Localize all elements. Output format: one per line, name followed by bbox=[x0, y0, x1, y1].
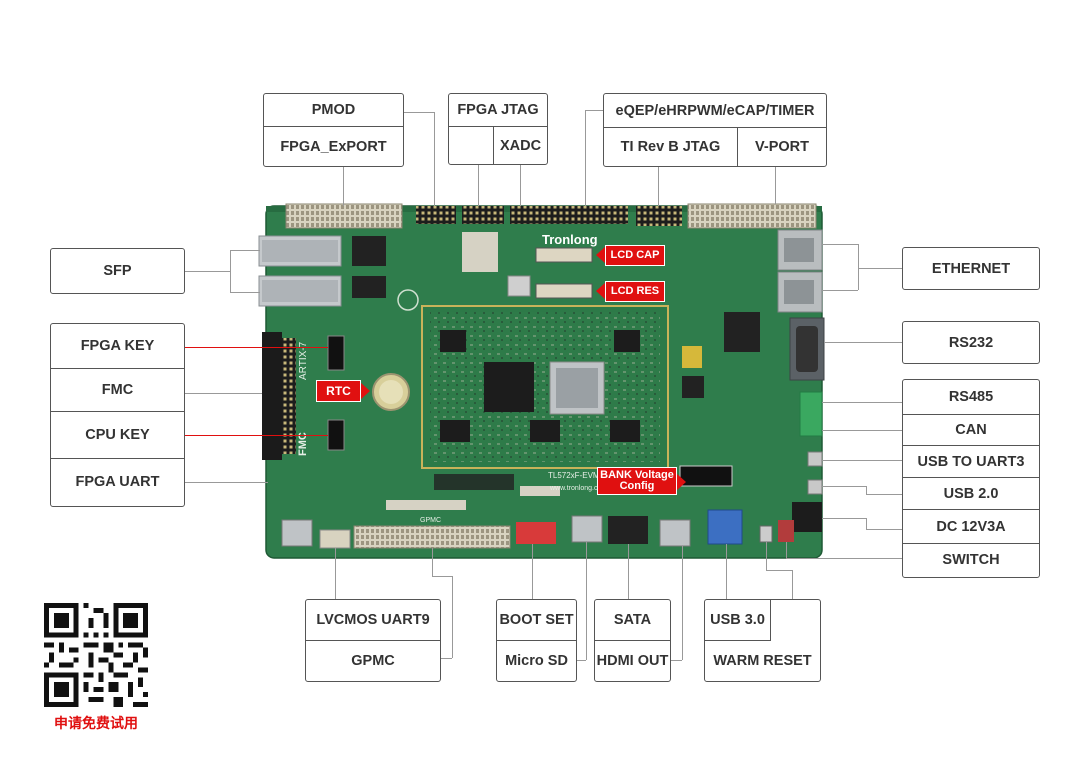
lcd-res-connector bbox=[535, 283, 593, 299]
sata-connector bbox=[608, 516, 648, 544]
boot-set-switch bbox=[516, 522, 556, 544]
lcd-res-callout: LCD RES bbox=[605, 281, 665, 302]
micro-sd-slot bbox=[571, 515, 603, 543]
boot-set-label: BOOT SET bbox=[497, 600, 576, 641]
rs485-label: RS485 bbox=[903, 380, 1039, 415]
fmc-label: FMC bbox=[51, 369, 184, 412]
fpga-jtag-header bbox=[416, 206, 456, 224]
qr-code-icon[interactable] bbox=[44, 603, 148, 707]
usb3-label: USB 3.0 bbox=[705, 600, 771, 641]
fpga-key-buttons bbox=[327, 335, 345, 371]
lvcmos-uart9-header bbox=[319, 529, 351, 549]
xadc-header bbox=[462, 206, 504, 224]
dc-label: DC 12V3A bbox=[903, 510, 1039, 544]
fpga-key-label: FPGA KEY bbox=[51, 324, 184, 369]
dc-jack bbox=[792, 502, 822, 532]
switch-label: SWITCH bbox=[942, 552, 1000, 568]
ethernet-box: ETHERNET bbox=[902, 247, 1040, 290]
hdmi-left bbox=[281, 519, 313, 547]
pmod-label: PMOD bbox=[264, 94, 403, 127]
bank-voltage-jumpers bbox=[679, 465, 733, 487]
eqep-label: eQEP/eHRPWM/eCAP/TIMER bbox=[604, 94, 826, 128]
micro-sd-label: Micro SD bbox=[505, 653, 568, 669]
sfp-box: SFP bbox=[50, 248, 185, 294]
lvcmos-label: LVCMOS UART9 bbox=[306, 600, 440, 641]
brand-silkscreen: Tronlong bbox=[542, 232, 598, 247]
fpga-jtag-label: FPGA JTAG bbox=[449, 94, 547, 127]
free-trial-caption[interactable]: 申请免费试用 bbox=[54, 716, 138, 732]
lcd-cap-callout: LCD CAP bbox=[605, 245, 665, 266]
eqep-header bbox=[510, 206, 628, 224]
eqep-jtag-vport-box: eQEP/eHRPWM/eCAP/TIMER TI Rev B JTAG V-P… bbox=[603, 93, 827, 167]
cpu-key-buttons bbox=[327, 419, 345, 451]
lvcmos-gpmc-box: LVCMOS UART9 GPMC bbox=[305, 599, 441, 682]
fpga-chip bbox=[484, 362, 534, 412]
bank-voltage-callout: BANK Voltage Config bbox=[597, 467, 677, 495]
boot-microsd-box: BOOT SET Micro SD bbox=[496, 599, 577, 682]
pmod-export-header bbox=[285, 203, 403, 229]
fpga-jtag-xadc-box: FPGA JTAG XADC bbox=[448, 93, 548, 165]
rs232-box: RS232 bbox=[902, 321, 1040, 364]
rs232-label: RS232 bbox=[948, 334, 994, 351]
rtc-callout: RTC bbox=[316, 380, 361, 402]
lcd-cap-connector bbox=[535, 247, 593, 263]
gpmc-silkscreen: GPMC bbox=[420, 517, 441, 524]
usb2-label: USB 2.0 bbox=[903, 478, 1039, 510]
usb2-port bbox=[807, 479, 823, 495]
rs485-can-terminal bbox=[799, 391, 823, 437]
fmc-silkscreen: FMC bbox=[297, 432, 309, 456]
vport-header bbox=[687, 203, 817, 229]
warm-reset-button bbox=[759, 525, 773, 543]
model-silkscreen: TL572xF-EVM bbox=[548, 471, 600, 480]
sata-label: SATA bbox=[595, 600, 670, 641]
ethernet-label: ETHERNET bbox=[931, 260, 1011, 277]
hdmi-out-port bbox=[659, 519, 691, 547]
fpga-export-label: FPGA_ExPORT bbox=[280, 138, 387, 155]
gpmc-connector bbox=[353, 525, 511, 549]
bank-voltage-line1: BANK Voltage bbox=[600, 469, 674, 481]
bank-voltage-line2: Config bbox=[619, 480, 655, 492]
cpu-key-label: CPU KEY bbox=[51, 412, 184, 459]
ti-jtag-label: TI Rev B JTAG bbox=[620, 139, 721, 155]
can-label: CAN bbox=[903, 415, 1039, 446]
xadc-label: XADC bbox=[493, 127, 547, 164]
warm-reset-label: WARM RESET bbox=[713, 653, 812, 669]
usb-uart3-port bbox=[807, 451, 823, 467]
fmc-connector bbox=[262, 332, 282, 460]
switch-toggle bbox=[778, 520, 794, 542]
sata-hdmi-box: SATA HDMI OUT bbox=[594, 599, 671, 682]
url-silkscreen: www.tronlong.com bbox=[549, 485, 607, 492]
fpga-uart-label: FPGA UART bbox=[75, 474, 160, 490]
artix-silkscreen: ARTIX-7 bbox=[298, 341, 309, 380]
sfp-label: SFP bbox=[103, 263, 132, 279]
usb3-reset-box: USB 3.0 WARM RESET bbox=[704, 599, 821, 682]
pmod-export-box: PMOD FPGA_ExPORT bbox=[263, 93, 404, 167]
usb3-port bbox=[707, 509, 743, 545]
vport-label: V-PORT bbox=[737, 128, 826, 166]
left-stack-box: FPGA KEY FMC CPU KEY FPGA UART bbox=[50, 323, 185, 507]
ti-jtag-header bbox=[636, 206, 682, 226]
gpmc-label: GPMC bbox=[351, 653, 395, 669]
usb-uart3-label: USB TO UART3 bbox=[903, 446, 1039, 478]
hdmi-out-label: HDMI OUT bbox=[596, 653, 669, 669]
right-stack-box: RS485 CAN USB TO UART3 USB 2.0 DC 12V3A … bbox=[902, 379, 1040, 578]
